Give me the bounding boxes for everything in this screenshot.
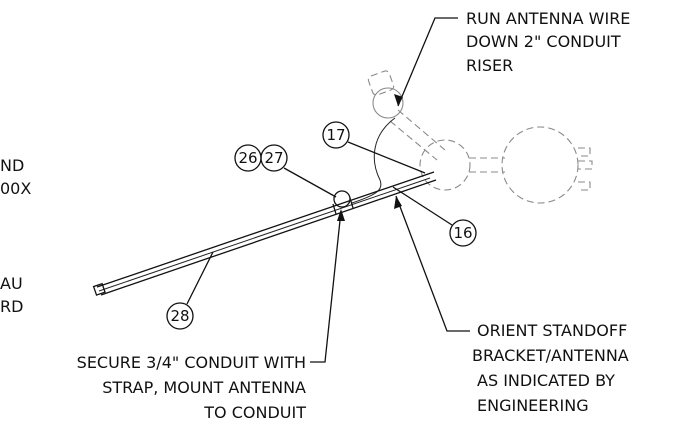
hub-circle	[419, 139, 471, 191]
leader-orient-standoff	[395, 195, 470, 332]
callout-27: 27	[260, 144, 288, 172]
note-orient-standoff: ORIENT STANDOFF BRACKET/ANTENNA AS INDIC…	[472, 321, 629, 415]
callout-28-label: 28	[170, 307, 189, 325]
left-note-fragment-2: 00X	[0, 179, 31, 198]
arrowhead-secure-conduit	[337, 209, 345, 221]
callout-17: 17	[322, 121, 350, 149]
left-note-fragment-3: AU	[0, 274, 23, 293]
strap-loop	[333, 190, 351, 208]
note-secure-line-3: TO CONDUIT	[203, 403, 306, 422]
left-note-fragment-1: ND	[0, 156, 24, 175]
upper-fitting	[367, 70, 395, 96]
callout-28: 28	[166, 302, 194, 330]
callout-17-circle	[322, 121, 350, 149]
enclosure-nubs	[578, 147, 593, 191]
note-secure-line-2: STRAP, MOUNT ANTENNA	[102, 378, 306, 397]
strap-legs	[332, 197, 354, 215]
leader-26-27	[283, 167, 337, 198]
callout-16-label: 16	[453, 224, 472, 242]
note-top-line-2: DOWN 2" CONDUIT	[466, 32, 621, 51]
note-orient-line-2: BRACKET/ANTENNA	[472, 346, 629, 365]
conduit-end-cap	[92, 282, 106, 296]
left-note-fragment-4: RD	[0, 297, 23, 316]
callout-27-circle	[260, 144, 288, 172]
note-orient-line-3: AS INDICATED BY	[477, 371, 615, 390]
note-secure-conduit: SECURE 3/4" CONDUIT WITH STRAP, MOUNT AN…	[77, 353, 307, 422]
conduit-edge-upper	[96, 171, 435, 288]
note-run-antenna-wire: RUN ANTENNA WIRE DOWN 2" CONDUIT RISER	[466, 9, 630, 75]
callout-27-label: 27	[264, 149, 283, 167]
diagonal-arm	[389, 109, 446, 161]
conduit-antenna	[92, 171, 437, 296]
callout-26-label: 26	[238, 149, 257, 167]
enclosure-circle	[501, 126, 579, 204]
callout-16: 16	[449, 219, 477, 247]
leader-28	[186, 251, 214, 305]
conduit-centerline	[98, 177, 431, 292]
note-secure-line-1: SECURE 3/4" CONDUIT WITH	[77, 353, 306, 372]
arrowhead-orient-standoff	[394, 196, 402, 209]
note-top-line-1: RUN ANTENNA WIRE	[466, 9, 630, 28]
horizontal-arm	[469, 157, 505, 173]
conduit-edge-lower	[100, 179, 437, 296]
leader-secure-conduit	[310, 210, 342, 363]
upper-fitting-ring	[372, 87, 404, 119]
leader-run-antenna-wire	[397, 17, 458, 107]
note-orient-line-1: ORIENT STANDOFF	[477, 321, 627, 340]
callout-28-circle	[166, 302, 194, 330]
note-orient-line-4: ENGINEERING	[477, 396, 589, 415]
hidden-equipment-assembly	[367, 70, 593, 204]
leader-16	[392, 186, 453, 226]
antenna-wire	[351, 117, 396, 204]
callout-17-label: 17	[326, 126, 345, 144]
conduit-strap	[332, 190, 354, 215]
leader-17	[347, 141, 426, 174]
arrowhead-run-antenna-wire	[394, 94, 403, 106]
callout-16-circle	[449, 219, 477, 247]
callout-26: 26	[234, 144, 262, 172]
note-top-line-3: RISER	[466, 56, 513, 75]
